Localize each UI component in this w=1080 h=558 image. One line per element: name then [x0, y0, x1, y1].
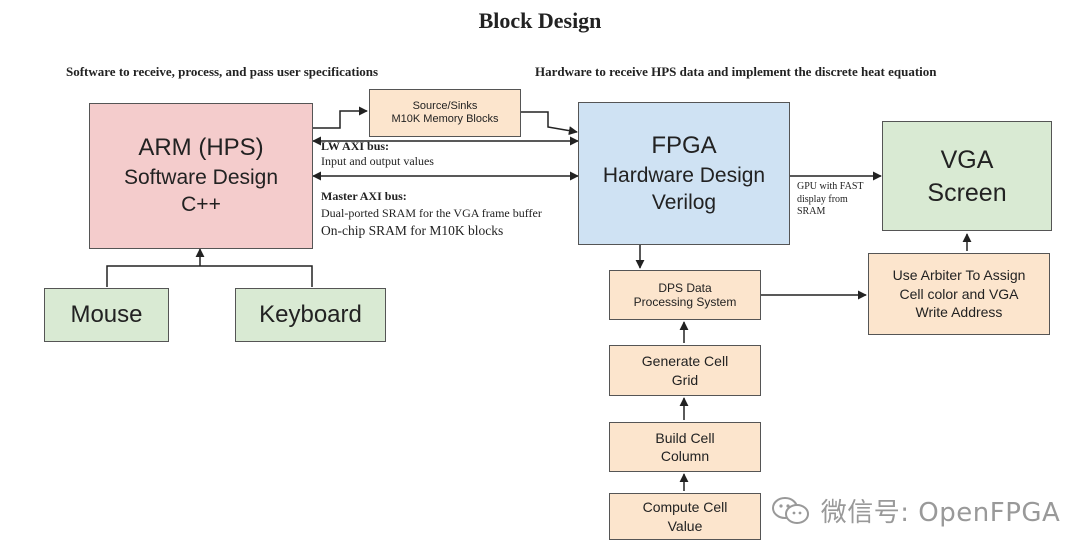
- gen-grid-line1: Generate Cell: [641, 353, 729, 370]
- arm-to-source-arrow: [312, 106, 368, 129]
- dps-block: DPS Data Processing System: [609, 270, 761, 320]
- vga-line1: VGA: [940, 145, 994, 174]
- wechat-icon: [772, 496, 809, 524]
- gpu-note-line2: display from: [797, 193, 848, 205]
- generate-cell-grid-block: Generate Cell Grid: [609, 345, 761, 396]
- software-heading: Software to receive, process, and pass u…: [66, 64, 379, 79]
- fpga-language: Verilog: [651, 190, 717, 214]
- vga-line2: Screen: [927, 178, 1007, 207]
- lw-axi-bus-label: LW AXI bus:: [321, 139, 390, 153]
- hardware-heading: Hardware to receive HPS data and impleme…: [535, 64, 937, 79]
- fpga-title: FPGA: [651, 131, 717, 159]
- compute-cell-value-block: Compute Cell Value: [609, 493, 761, 540]
- arm-hps-block: ARM (HPS) Software Design C++: [89, 103, 313, 249]
- compute-val-line1: Compute Cell: [642, 499, 728, 516]
- master-axi-bus-label: Master AXI bus:: [321, 189, 407, 203]
- arbiter-line1: Use Arbiter To Assign: [892, 266, 1026, 283]
- keyboard-block: Keyboard: [235, 288, 386, 342]
- gen-grid-line2: Grid: [671, 371, 699, 388]
- page-title: Block Design: [478, 8, 602, 33]
- build-col-line2: Column: [660, 448, 710, 464]
- arm-subtitle: Software Design: [123, 166, 279, 190]
- arm-title: ARM (HPS): [138, 134, 264, 162]
- gpu-note: GPU with FAST display from SRAM: [797, 181, 864, 219]
- gpu-note-line1: GPU with FAST: [797, 181, 864, 192]
- master-axi-bus-desc1: Dual-ported SRAM for the VGA frame buffe…: [321, 206, 542, 220]
- source-to-fpga-arrow: [521, 111, 578, 136]
- master-axi-bus-desc2: On-chip SRAM for M10K blocks: [321, 223, 504, 238]
- source-line2: M10K Memory Blocks: [391, 113, 499, 125]
- mouse-block: Mouse: [44, 288, 169, 342]
- watermark-text: 微信号: OpenFPGA: [820, 498, 1061, 528]
- dps-line1: DPS Data: [658, 280, 712, 295]
- arbiter-line3: Write Address: [915, 304, 1003, 321]
- vga-screen-block: VGA Screen: [882, 121, 1052, 231]
- compute-val-line2: Value: [667, 517, 703, 534]
- fpga-block: FPGA Hardware Design Verilog: [578, 102, 790, 245]
- arbiter-line2: Cell color and VGA: [899, 285, 1019, 302]
- dps-line2: Processing System: [633, 295, 737, 309]
- fpga-subtitle: Hardware Design: [602, 163, 766, 187]
- gpu-note-line3: SRAM: [797, 206, 826, 217]
- mouse-wire: [106, 265, 313, 287]
- arbiter-block: Use Arbiter To Assign Cell color and VGA…: [868, 253, 1050, 335]
- source-line1: Source/Sinks: [412, 99, 478, 112]
- build-cell-column-block: Build Cell Column: [609, 422, 761, 472]
- arm-language: C++: [181, 193, 221, 217]
- source-sinks-block: Source/Sinks M10K Memory Blocks: [369, 89, 521, 137]
- lw-axi-bus-desc: Input and output values: [321, 154, 434, 168]
- build-col-line1: Build Cell: [655, 429, 715, 446]
- watermark: 微信号: OpenFPGA: [770, 492, 1060, 529]
